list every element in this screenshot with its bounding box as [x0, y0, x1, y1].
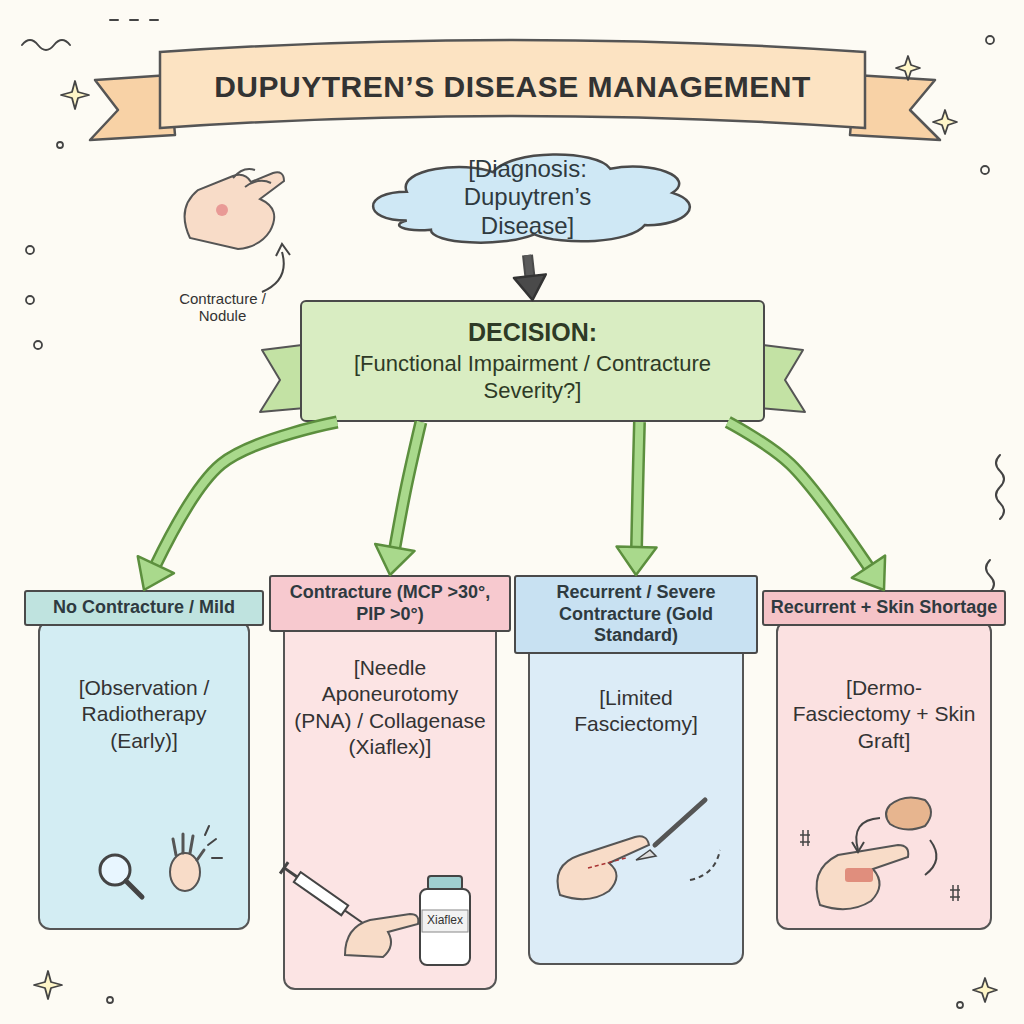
hand-icon	[558, 836, 650, 899]
banner-fold	[260, 345, 305, 412]
treatment-text: [Limited Fasciectomy]	[538, 685, 734, 738]
arrow-shaft	[636, 422, 639, 575]
skin-graft-icon	[800, 797, 960, 901]
content-panel	[776, 620, 992, 930]
syringe-icon	[280, 862, 370, 931]
magnifier-icon	[100, 855, 142, 897]
arrow-head	[514, 274, 546, 300]
vial-icon	[420, 876, 470, 965]
treatment-text: [Dermo- Fasciectomy + Skin Graft]	[786, 675, 982, 754]
diagnosis-text: [Diagnosis: Dupuytren’s Disease]	[415, 154, 640, 240]
arrow-shaft	[728, 422, 884, 590]
scalpel-icon	[636, 800, 720, 880]
flow-arrow	[514, 255, 546, 300]
treatment-text: [Observation / Radiotherapy (Early)]	[48, 675, 240, 754]
branch-arrow	[138, 422, 337, 590]
option-column: Recurrent / Severe Contracture (Gold Sta…	[520, 575, 752, 965]
hand-icon	[345, 914, 418, 957]
sparkle	[34, 56, 997, 1002]
callout-label: Contracture / Nodule	[160, 290, 285, 324]
arrow-head	[138, 556, 174, 590]
arrow-shaft	[636, 422, 639, 575]
vial-label: Xiaflex	[420, 913, 470, 927]
option-column: Recurrent + Skin Shortage[Dermo- Fasciec…	[768, 590, 1000, 930]
arrow-shaft	[728, 422, 884, 590]
arrow-shaft	[144, 422, 337, 590]
decision-heading: DECISION:	[468, 318, 597, 347]
treatment-text: [Needle Aponeurotomy (PNA) / Collagenase…	[293, 655, 487, 760]
arrow-shaft	[390, 422, 421, 575]
content-panel	[528, 605, 744, 965]
branch-arrow	[728, 422, 885, 590]
ribbon-tail	[90, 75, 175, 140]
branch-arrow	[617, 422, 657, 575]
column-header: Contracture (MCP >30°, PIP >0°)	[269, 575, 511, 632]
arrow-head	[852, 556, 885, 590]
branch-arrow	[375, 422, 421, 575]
decision-banner: DECISION: [Functional Impairment / Contra…	[300, 300, 765, 422]
option-column: No Contracture / Mild[Observation / Radi…	[30, 590, 258, 930]
cloud-outline	[373, 154, 690, 242]
start-cloud: [Diagnosis: Dupuytren’s Disease]	[355, 140, 700, 255]
hand-illustration	[185, 169, 290, 292]
arrow-shaft	[528, 255, 533, 300]
column-header: Recurrent + Skin Shortage	[762, 590, 1006, 626]
doodles	[22, 20, 1004, 592]
dots	[26, 36, 994, 1008]
decision-question: [Functional Impairment / Contracture Sev…	[320, 351, 745, 404]
title-text: DUPUYTREN’S DISEASE MANAGEMENT	[150, 70, 875, 104]
option-column: Contracture (MCP >30°, PIP >0°)[Needle A…	[275, 575, 505, 990]
content-panel	[38, 620, 250, 930]
arrow-shaft	[390, 422, 421, 575]
arrow-head	[617, 547, 657, 575]
column-header: No Contracture / Mild	[24, 590, 264, 626]
arrow-shaft	[528, 255, 533, 300]
banner-fold	[760, 345, 805, 412]
hand-icon	[817, 845, 909, 909]
column-header: Recurrent / Severe Contracture (Gold Sta…	[514, 575, 758, 654]
arrow-head	[375, 544, 414, 575]
arrow-shaft	[144, 422, 337, 590]
hand-icon	[170, 826, 222, 891]
ribbon-tail	[850, 75, 940, 140]
